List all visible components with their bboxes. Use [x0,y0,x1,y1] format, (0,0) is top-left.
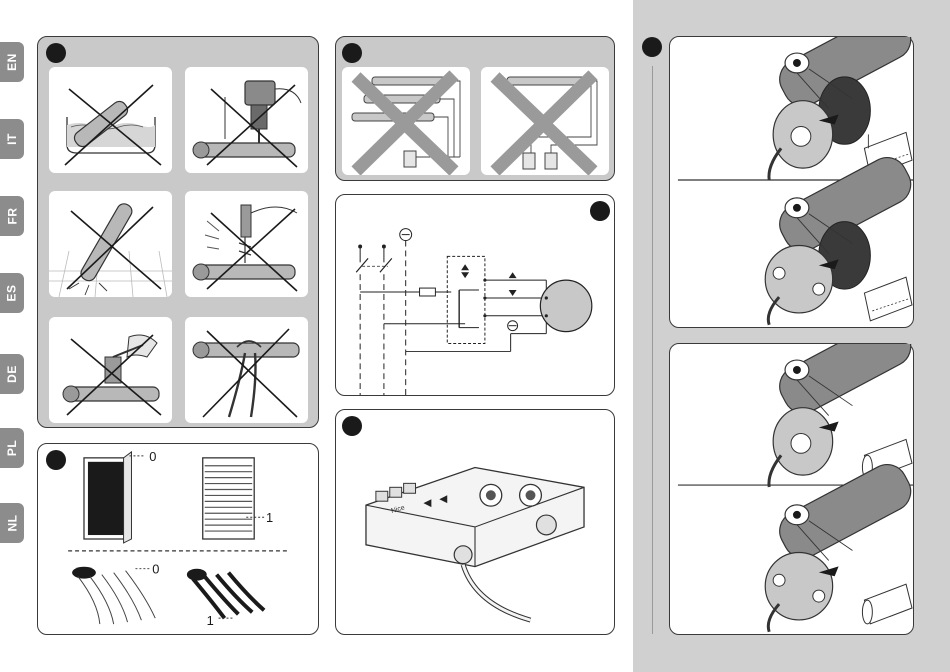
figure-vertical-rule [652,66,653,634]
double-switch-crossed-illustration [481,67,609,175]
warning-drill-card [185,67,308,173]
lang-tab-pl[interactable]: PL [0,428,24,468]
lang-tab-nl[interactable]: NL [0,503,24,543]
forbidden-parallel-motors-card [342,67,470,175]
motor-insertion-round-illustration [670,344,913,634]
lang-tab-label: FR [5,208,19,225]
motor-dropped-illustration [49,191,172,297]
control-unit-panel: Nice [335,409,615,635]
position-label-0-top: 0 [149,449,156,464]
blind-positions-panel: 0 1 0 1 [37,443,319,635]
lang-tab-label: NL [5,515,19,532]
pliers-on-motor-illustration [185,317,308,423]
lang-tab-label: DE [5,365,19,383]
lang-tab-label: ES [5,284,19,301]
wiring-forbidden-panel [335,36,615,181]
warning-water-card [49,67,172,173]
lang-tab-en[interactable]: EN [0,42,24,82]
lang-tab-fr[interactable]: FR [0,196,24,236]
parallel-motors-crossed-illustration [342,67,470,175]
position-label-1-top: 1 [266,510,273,525]
blind-positions-illustration: 0 1 0 1 [38,444,318,634]
motor-wiring-schematic [336,195,614,395]
control-unit-illustration: Nice [336,410,614,634]
hammer-on-motor-illustration [49,317,172,423]
figure-number-dot [46,43,66,63]
lang-tab-label: EN [5,53,19,71]
figure-number-dot [642,37,662,57]
figure-number-dot [342,43,362,63]
lang-tab-label: IT [5,133,19,145]
wiring-diagram-panel [335,194,615,396]
lang-tab-label: PL [5,440,19,456]
position-label-0-bottom: 0 [152,562,159,577]
warnings-panel [37,36,319,428]
lang-tab-es[interactable]: ES [0,273,24,313]
insertion-octagonal-panel [669,36,914,328]
screw-into-motor-illustration [185,191,308,297]
drill-on-motor-illustration [185,67,308,173]
position-label-1-bottom: 1 [207,613,214,628]
warning-drop-card [49,191,172,297]
warning-screw-card [185,191,308,297]
lang-tab-it[interactable]: IT [0,119,24,159]
lang-tab-de[interactable]: DE [0,354,24,394]
warning-hammer-card [49,317,172,423]
insertion-round-panel [669,343,914,635]
forbidden-double-switch-card [481,67,609,175]
warning-pliers-card [185,317,308,423]
motor-in-water-illustration [49,67,172,173]
motor-insertion-octagonal-illustration [670,37,913,327]
